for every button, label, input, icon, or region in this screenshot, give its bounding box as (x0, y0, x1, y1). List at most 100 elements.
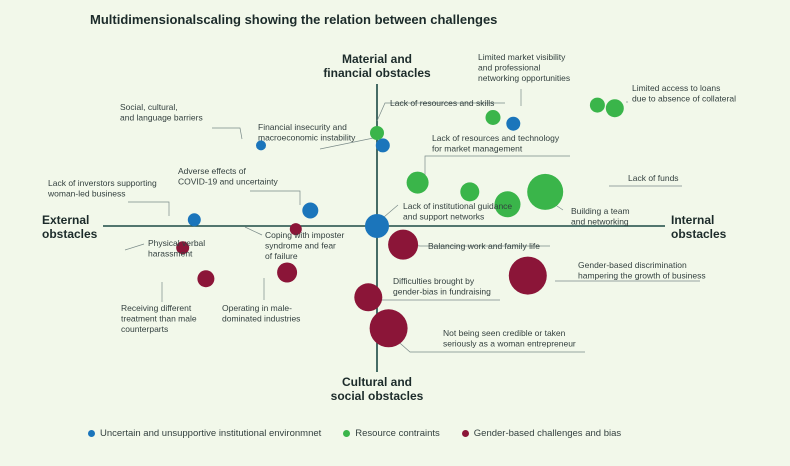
point-label-line: Difficulties brought by (393, 276, 475, 286)
data-point (589, 97, 605, 113)
data-point (527, 173, 564, 210)
axis-label-top-line: financial obstacles (323, 66, 431, 80)
leader-line (376, 102, 505, 122)
point-label-line: macroeconomic instability (258, 133, 356, 143)
data-point (256, 140, 266, 151)
leader-line (244, 226, 263, 236)
data-point (605, 99, 624, 118)
point-label-line: Coping with imposter (265, 230, 345, 240)
point-label-line: dominated industries (222, 314, 300, 324)
point-label-line: and language barriers (120, 113, 203, 123)
legend-dot-icon (461, 430, 469, 437)
data-point (406, 171, 429, 194)
data-point (375, 138, 390, 153)
data-point (365, 214, 389, 238)
point-label-line: seriously as a woman entrepreneur (443, 339, 576, 349)
point-label-line: COVID-19 and uncertainty (178, 177, 278, 187)
point-label: Lack of resources and skills (390, 98, 494, 108)
axis-label-bottom-line: social obstacles (331, 389, 424, 403)
data-point (187, 213, 201, 227)
point-label-line: of failure (265, 251, 298, 261)
point-label-line: gender-bias in fundraising (393, 287, 491, 297)
point-label-line: syndrome and fear (265, 241, 336, 251)
point-labels: Social, cultural,and language barriersFi… (47, 52, 736, 349)
point-label: Social, cultural,and language barriers (120, 102, 203, 123)
point-label-line: woman-led business (47, 189, 125, 199)
point-label-line: networking opportunities (478, 73, 570, 83)
point-label-line: Not being seen credible or taken (443, 328, 566, 338)
legend-dot-icon (88, 430, 95, 437)
point-label-line: Building a team (571, 206, 630, 216)
point-label-line: hampering the growth of business (578, 271, 706, 281)
leader-line (424, 155, 570, 176)
point-label-line: harassment (148, 249, 193, 259)
data-point (302, 202, 319, 219)
data-point (506, 116, 521, 131)
point-label-line: Lack of resources and skills (390, 98, 494, 108)
data-point (354, 283, 383, 312)
leader-line (212, 127, 243, 140)
point-label-line: Balancing work and family life (428, 241, 540, 251)
point-label: Balancing work and family life (428, 241, 540, 251)
point-label-line: counterparts (121, 324, 168, 334)
leader-line (124, 243, 145, 251)
legend-label: Gender-based challenges and bias (473, 428, 622, 439)
legend-dot-icon (343, 430, 351, 437)
legend-item-gender: Gender-based challenges and bias (461, 428, 622, 439)
point-label-line: Financial insecurity and (258, 122, 347, 132)
axis-label-right-line: Internal (671, 213, 714, 227)
point-label-line: Lack of resources and technology (432, 133, 560, 143)
data-point (494, 191, 521, 218)
point-label-line: Limited access to loans (632, 83, 720, 93)
chart-title: Multidimensionalscaling showing the rela… (90, 12, 498, 27)
legend-label: Uncertain and unsupportive institutional… (100, 428, 322, 439)
point-label-line: Lack of inverstors supporting (48, 178, 157, 188)
point-label: Operating in male-dominated industries (222, 303, 300, 324)
point-label-line: treatment than male (121, 314, 197, 324)
point-label-line: Limited market visibility (478, 52, 566, 62)
legend-item-resource: Resource contraints (343, 428, 440, 439)
point-label-line: Operating in male- (222, 303, 292, 313)
axis-label-bottom-line: Cultural and (342, 375, 412, 389)
point-label-line: Receiving different (121, 303, 192, 313)
data-points (176, 97, 624, 348)
data-point (508, 256, 547, 295)
data-point (277, 262, 298, 283)
legend: Uncertain and unsupportive institutional… (88, 428, 621, 439)
point-label-line: for market management (432, 144, 523, 154)
axis-label-left-line: obstacles (42, 227, 98, 241)
point-label-line: Gender-based discrimination (578, 260, 687, 270)
leader-line (128, 201, 170, 216)
axis-label-top-line: Material and (342, 52, 412, 66)
point-label-line: and networking (571, 217, 629, 227)
axis-label-left-line: External (42, 213, 89, 227)
point-label-line: and professional (478, 63, 540, 73)
data-point (388, 229, 419, 260)
data-point (369, 309, 408, 348)
data-point (197, 270, 215, 288)
data-point (289, 223, 302, 236)
point-label-line: Lack of funds (628, 173, 679, 183)
data-point (460, 182, 480, 202)
point-label-line: Adverse effects of (178, 166, 247, 176)
data-point (176, 241, 190, 255)
legend-label: Resource contraints (355, 428, 440, 439)
point-label-line: Lack of institutional guidance (403, 201, 512, 211)
